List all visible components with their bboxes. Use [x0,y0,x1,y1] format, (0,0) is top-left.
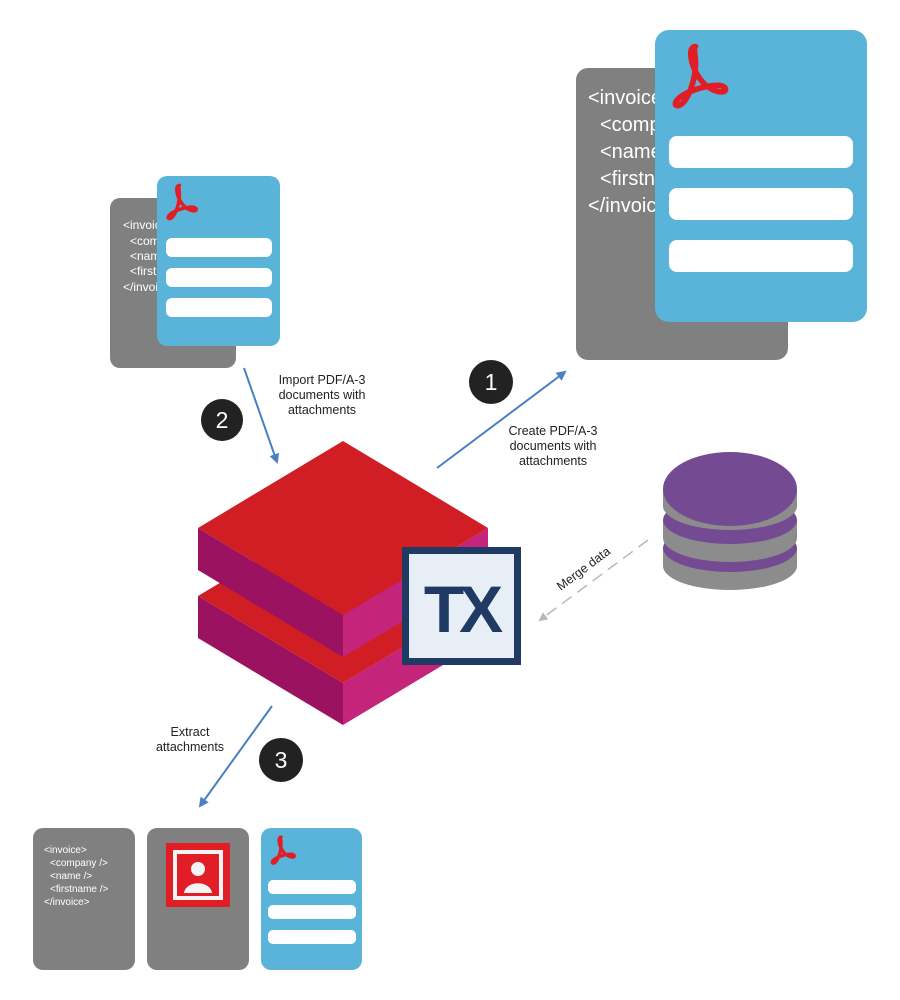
form-field [268,930,356,944]
step-number: 3 [275,747,288,773]
form-field [268,905,356,919]
pdf-icon [270,835,296,865]
step-3: 3 Extract attachments [156,725,303,782]
xml-document-icon [33,828,135,970]
form-field [669,188,853,220]
merge-label: Merge data [554,544,613,593]
step-number: 1 [485,369,498,395]
form-field [669,240,853,272]
step-label: Import PDF/A-3 [279,373,366,387]
pdf-document-extracted [261,828,362,970]
database-icon [663,452,797,590]
xml-line: </invoice> [44,897,90,908]
xml-line: <company /> [50,858,108,869]
form-field [669,136,853,168]
xml-line: <invoice> [588,87,674,109]
step-label: attachments [288,403,356,417]
xml-line: <invoice> [44,845,87,856]
form-field [166,298,272,317]
pdf-icon [672,43,729,109]
step-label: Extract [171,725,210,739]
step-label: attachments [519,454,587,468]
step-1: 1 Create PDF/A-3 documents with attachme… [469,360,598,468]
tx-logo-icon: TX [402,547,521,665]
form-field [166,268,272,287]
form-field [166,238,272,257]
pdf-document-large [655,30,867,322]
step-number: 2 [216,407,229,433]
image-attachment [147,828,249,970]
step-label: documents with [510,439,597,453]
import-arrow [243,367,280,464]
extract-arrow [198,705,273,808]
image-attachment-icon [166,843,230,907]
create-arrow [436,370,567,469]
step-label: documents with [279,388,366,402]
step-badge [259,738,303,782]
form-field [268,880,356,894]
xml-line: <firstname /> [50,884,109,895]
merge-arrow [538,539,649,622]
step-badge [469,360,513,404]
step-label: Create PDF/A-3 [509,424,598,438]
step-2: 2 Import PDF/A-3 documents with attachme… [201,373,365,441]
xml-line: <name /> [50,871,92,882]
tx-logo-text: TX [424,572,503,646]
step-label: attachments [156,740,224,754]
xml-document-extracted: <invoice> <company /> <name /> <firstnam… [33,828,135,970]
pdf-icon [166,183,198,221]
step-badge [201,399,243,441]
pdf-document-small [157,176,280,346]
